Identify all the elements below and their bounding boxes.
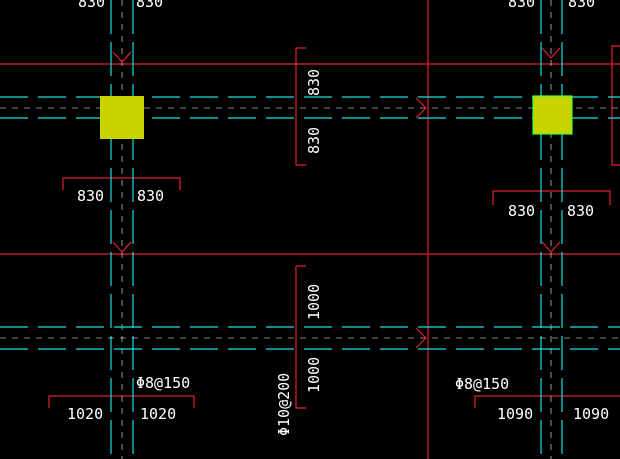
- dim-label: 1090: [573, 405, 609, 423]
- dim-label-vertical: 830: [305, 69, 323, 96]
- dimension-brackets: [48, 45, 620, 409]
- rebar-label: Φ8@150: [455, 375, 509, 393]
- break-mark: [112, 51, 132, 63]
- dim-label: 1020: [140, 405, 176, 423]
- column-right[interactable]: [532, 95, 573, 135]
- break-mark: [415, 327, 427, 349]
- break-marks: [112, 47, 561, 349]
- dim-bracket-row2-left: [48, 395, 195, 408]
- dim-label: 830: [136, 0, 163, 11]
- dim-label: 830: [77, 187, 104, 205]
- dim-label-vertical: 1000: [305, 284, 323, 320]
- break-mark: [112, 241, 132, 253]
- dim-label: 830: [137, 187, 164, 205]
- break-mark: [541, 241, 561, 253]
- dim-bracket-vert-1: [295, 48, 306, 166]
- dim-bracket-vert-2: [295, 266, 306, 409]
- break-mark: [541, 47, 561, 59]
- column-left[interactable]: [100, 96, 144, 139]
- dimension-labels: 830 830 830 830 830 830 830 830 830 830 …: [67, 0, 609, 436]
- rebar-label: Φ8@150: [136, 374, 190, 392]
- dim-bracket-row2-right: [474, 395, 620, 408]
- dim-label: 1090: [497, 405, 533, 423]
- dim-bracket-right-edge: [611, 45, 620, 166]
- dim-label: 830: [568, 0, 595, 11]
- dim-bracket-row1-right: [492, 190, 611, 205]
- dim-label-vertical: 1000: [305, 357, 323, 393]
- dim-label: 830: [78, 0, 105, 11]
- dim-label-vertical: 830: [305, 127, 323, 154]
- dim-label: 830: [508, 0, 535, 11]
- break-mark: [415, 97, 427, 119]
- rebar-label-vertical: Φ10@200: [275, 373, 293, 436]
- dim-bracket-row1-left: [62, 177, 181, 190]
- dim-label: 1020: [67, 405, 103, 423]
- dim-label: 830: [567, 202, 594, 220]
- dim-label: 830: [508, 202, 535, 220]
